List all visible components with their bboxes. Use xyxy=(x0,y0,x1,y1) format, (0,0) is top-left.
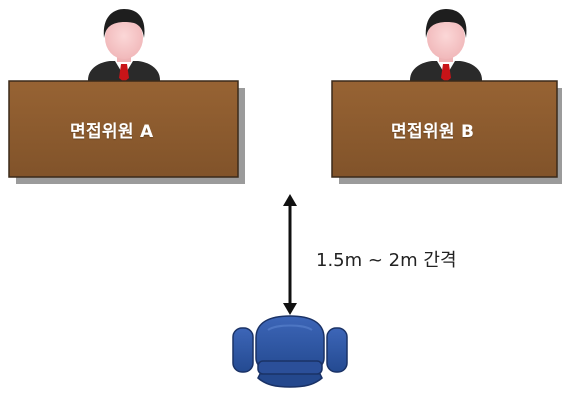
desk-b-label: 면접위원 B xyxy=(391,122,475,142)
interviewee-chair-icon xyxy=(232,315,348,388)
panelist-b-person-icon xyxy=(410,9,482,82)
distance-label: 1.5m ~ 2m 간격 xyxy=(316,250,457,271)
desk-a-label: 면접위원 A xyxy=(70,122,154,142)
desk-b xyxy=(331,80,562,184)
panelist-a-person-icon xyxy=(88,9,160,82)
desk-a xyxy=(8,80,245,184)
distance-double-arrow-icon xyxy=(283,194,297,315)
